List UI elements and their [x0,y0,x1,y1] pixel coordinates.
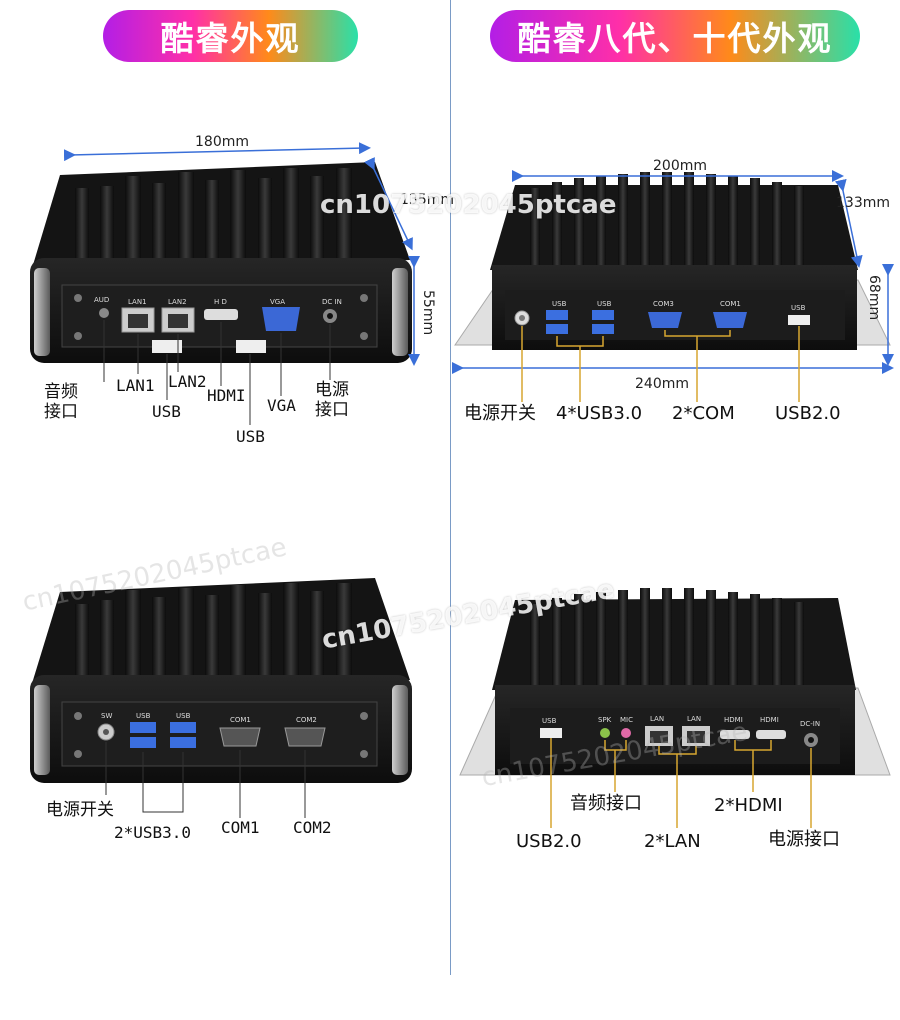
label-hdmi-br: 2*HDMI [714,795,783,816]
port-label-lan2: LAN2 [168,298,187,306]
label-lan-br: 2*LAN [644,831,701,852]
port-label-dcin-br: DC-IN [800,720,820,728]
port-label-hdmi-br-2: HDMI [760,716,779,724]
dim-depth-top-left: 135mm [400,192,454,208]
title-core-appearance: 酷睿外观 [103,10,358,62]
label-vga: VGA [267,396,296,415]
port-label-usb-3: USB [791,304,806,312]
dim-width-top-left: 180mm [195,134,249,150]
label-com1-bl: COM1 [221,818,260,837]
label-usb3-tr: 4*USB3.0 [556,403,643,424]
title-core-8-10-appearance: 酷睿八代、十代外观 [490,10,860,62]
port-label-usb-1: USB [552,300,567,308]
port-label-usb-bl-2: USB [176,712,191,720]
port-label-dcin: DC IN [322,298,342,306]
label-power-br: 电源接口 [768,829,840,850]
port-label-lan-br-2: LAN [687,715,701,723]
label-usb2-tr: USB2.0 [775,403,841,424]
label-usb-left: USB [152,402,181,421]
port-label-com3: COM3 [653,300,674,308]
port-label-com1-bl: COM1 [230,716,251,724]
label-usb3-bl: 2*USB3.0 [114,823,192,842]
label-com-tr: 2*COM [672,403,735,424]
watermark-1: cn1075202045ptcae [320,190,617,220]
port-label-usb-2: USB [597,300,612,308]
port-label-hd: H D [214,298,227,306]
port-label-usb-bl-1: USB [136,712,151,720]
port-label-mic: MIC [620,716,633,724]
label-lan1: LAN1 [116,376,155,395]
label-audio-br: 音频接口 [570,793,642,814]
dim-height-top-right: 68mm [866,275,882,321]
label-usb-right: USB [236,427,265,446]
port-label-usb-br: USB [542,717,557,725]
port-label-lan1: LAN1 [128,298,147,306]
center-divider [450,0,451,975]
port-label-hdmi-br-1: HDMI [724,716,743,724]
port-label-com2-bl: COM2 [296,716,317,724]
port-label-vga: VGA [270,298,285,306]
device-bottom-right: USB SPK MIC LAN LAN HDMI HDMI DC-IN [459,588,891,828]
device-top-left: AUD LAN1 LAN2 H D VGA DC IN [30,142,420,425]
label-audio-port: 音频 接口 [44,382,78,422]
port-label-lan-br-1: LAN [650,715,664,723]
dim-height-top-left: 55mm [420,290,436,336]
port-label-spk: SPK [598,716,612,724]
label-com2-bl: COM2 [293,818,332,837]
label-usb2-br: USB2.0 [516,831,582,852]
dim-depth-top-right: 133mm [836,195,890,211]
port-label-aud: AUD [94,296,109,304]
label-hdmi: HDMI [207,386,246,405]
port-label-sw: SW [101,712,112,720]
dim-width-top-right: 200mm [653,158,707,174]
dim-base-top-right: 240mm [635,376,689,392]
device-top-right: USB USB COM3 COM1 USB [452,170,894,402]
port-label-com1: COM1 [720,300,741,308]
label-power-switch-tr: 电源开关 [464,403,536,424]
device-bottom-left: SW USB USB COM1 COM2 [30,578,412,818]
label-power-switch-bl: 电源开关 [46,800,114,820]
label-lan2: LAN2 [168,372,207,391]
label-power-port: 电源 接口 [315,380,349,420]
